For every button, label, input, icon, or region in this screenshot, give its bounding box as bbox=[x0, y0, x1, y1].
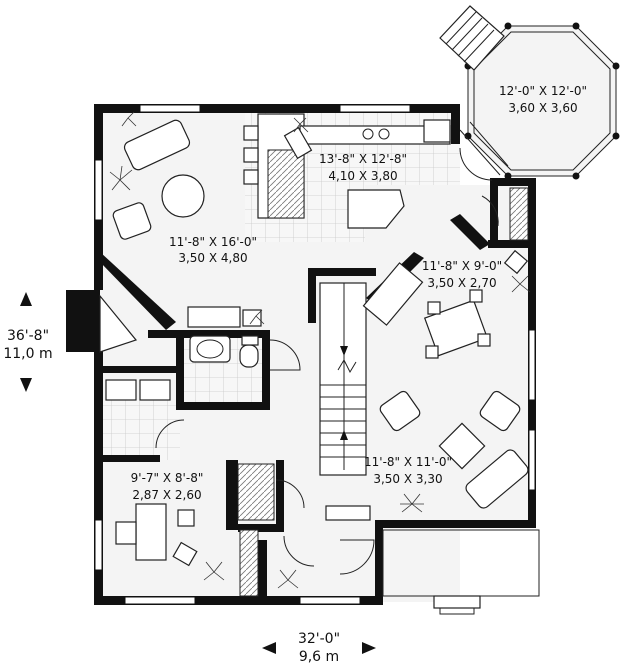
svg-text:12'-0" X 12'-0": 12'-0" X 12'-0" bbox=[499, 84, 587, 98]
svg-text:11'-8" X 9'-0": 11'-8" X 9'-0" bbox=[422, 259, 502, 273]
gazebo-floor bbox=[468, 26, 616, 176]
svg-text:32'-0": 32'-0" bbox=[298, 631, 340, 647]
room-label-kitchen: 13'-8" X 12'-8" 4,10 X 3,80 bbox=[319, 152, 407, 183]
room-label-dining: 11'-8" X 9'-0" 3,50 X 2,70 bbox=[422, 259, 502, 290]
dining-furniture bbox=[362, 249, 529, 359]
closet-family bbox=[509, 187, 529, 241]
svg-text:3,60 X 3,60: 3,60 X 3,60 bbox=[508, 101, 577, 115]
plants bbox=[109, 111, 531, 589]
room-label-office: 9'-7" X 8'-8" 2,87 X 2,60 bbox=[131, 471, 204, 502]
svg-text:3,50 X 3,30: 3,50 X 3,30 bbox=[373, 472, 442, 486]
kitchen bbox=[243, 113, 451, 229]
coffee-table bbox=[161, 174, 205, 218]
svg-text:11'-8" X 11'-0": 11'-8" X 11'-0" bbox=[364, 455, 452, 469]
room-label-living: 11'-8" X 16'-0" 3,50 X 4,80 bbox=[169, 235, 257, 265]
overall-width-dimension: 32'-0" 9,6 m bbox=[262, 631, 376, 665]
svg-text:11'-8" X 16'-0": 11'-8" X 16'-0" bbox=[169, 235, 257, 249]
svg-text:11,0 m: 11,0 m bbox=[3, 346, 52, 362]
laundry-tile-floor bbox=[100, 400, 180, 460]
room-label-gazebo: 12'-0" X 12'-0" 3,60 X 3,60 bbox=[499, 84, 587, 115]
svg-text:9,6 m: 9,6 m bbox=[299, 649, 339, 665]
room-label-family: 11'-8" X 11'-0" 3,50 X 3,30 bbox=[364, 455, 452, 486]
closet-entry bbox=[239, 529, 259, 597]
family-furniture bbox=[325, 390, 529, 521]
doors bbox=[155, 147, 499, 575]
svg-text:13'-8" X 12'-8": 13'-8" X 12'-8" bbox=[319, 152, 407, 166]
staircase bbox=[319, 282, 367, 476]
arrow-right-icon bbox=[362, 642, 376, 654]
svg-text:3,50 X 4,80: 3,50 X 4,80 bbox=[178, 251, 247, 265]
arrow-left-icon bbox=[262, 642, 276, 654]
gazebo bbox=[439, 5, 620, 180]
desk bbox=[135, 503, 167, 561]
svg-text:9'-7" X 8'-8": 9'-7" X 8'-8" bbox=[131, 471, 204, 485]
arrow-up-icon bbox=[20, 292, 32, 306]
svg-text:4,10 X 3,80: 4,10 X 3,80 bbox=[328, 169, 397, 183]
gazebo-stairs bbox=[439, 5, 505, 71]
bathroom bbox=[189, 335, 259, 368]
fireplace bbox=[66, 290, 100, 352]
exterior-walls bbox=[66, 104, 536, 605]
living-furniture bbox=[112, 119, 262, 328]
kitchen-island bbox=[347, 189, 405, 229]
arrow-down-icon bbox=[20, 378, 32, 392]
closet-office bbox=[237, 463, 275, 521]
svg-text:3,50 X 2,70: 3,50 X 2,70 bbox=[427, 276, 496, 290]
front-porch bbox=[382, 529, 540, 615]
overall-depth-dimension: 36'-8" 11,0 m bbox=[3, 292, 53, 392]
interior-walls bbox=[100, 178, 534, 532]
svg-text:36'-8": 36'-8" bbox=[7, 328, 49, 344]
family-sofa bbox=[465, 449, 529, 509]
office-furniture bbox=[115, 503, 198, 567]
svg-text:2,87 X 2,60: 2,87 X 2,60 bbox=[132, 488, 201, 502]
sofa bbox=[123, 119, 191, 171]
armchair bbox=[112, 202, 152, 240]
laundry bbox=[105, 379, 171, 401]
